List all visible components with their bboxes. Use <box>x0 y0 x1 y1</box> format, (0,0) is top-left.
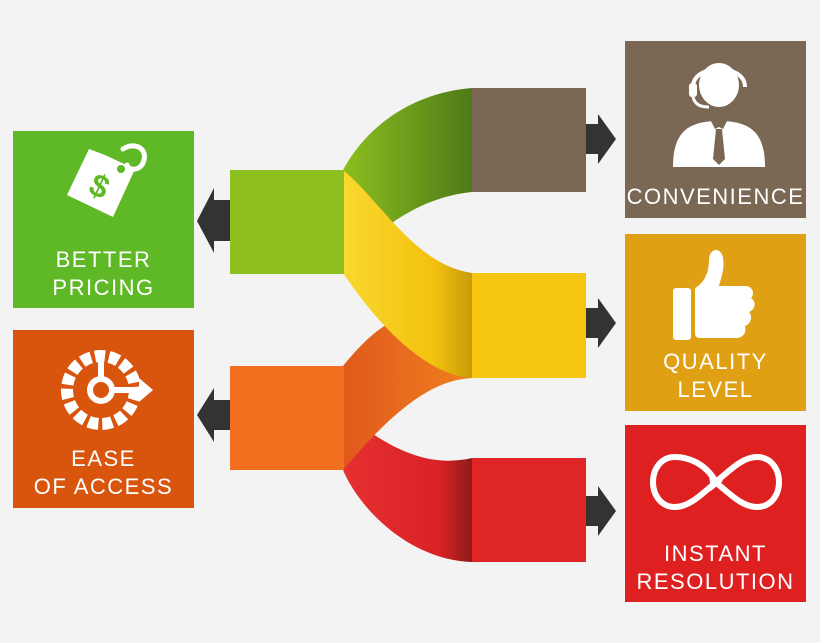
better-pricing-label-1: BETTER <box>55 247 152 272</box>
ribbon-yellow <box>343 170 472 378</box>
arrow-right-convenience <box>586 114 616 164</box>
arrow-left-access <box>197 388 230 442</box>
convenience-label: CONVENIENCE <box>626 184 805 209</box>
better-pricing-label-2: PRICING <box>52 275 155 300</box>
headset-agent-icon <box>673 63 765 167</box>
block-yellow <box>472 273 586 378</box>
block-brown <box>472 88 586 192</box>
quality-level-label-1: QUALITY <box>663 349 768 374</box>
instant-resolution-card: INSTANT RESOLUTION <box>625 425 806 602</box>
ease-of-access-label-2: OF ACCESS <box>33 474 174 499</box>
ribbon-red <box>343 413 472 562</box>
quality-level-label-2: LEVEL <box>677 377 754 402</box>
arrow-right-quality <box>586 298 616 348</box>
instant-resolution-label-2: RESOLUTION <box>636 569 795 594</box>
better-pricing-card: $ BETTER PRICING <box>13 131 194 308</box>
price-tag-dollar-icon: $ <box>67 143 147 217</box>
arrow-left-pricing <box>197 188 230 253</box>
ease-of-access-card: EASE OF ACCESS <box>13 330 194 508</box>
ease-of-access-label-1: EASE <box>71 446 136 471</box>
arrow-right-resolution <box>586 486 616 536</box>
quality-level-card: QUALITY LEVEL <box>625 234 806 411</box>
convenience-card: CONVENIENCE <box>625 41 806 218</box>
block-green <box>230 170 344 274</box>
instant-resolution-label-1: INSTANT <box>664 541 767 566</box>
block-orange <box>230 366 344 470</box>
infinity-loop-icon <box>649 453 783 511</box>
block-red <box>472 458 586 562</box>
thumbs-up-icon <box>673 249 755 340</box>
clock-arrow-icon <box>61 350 153 430</box>
